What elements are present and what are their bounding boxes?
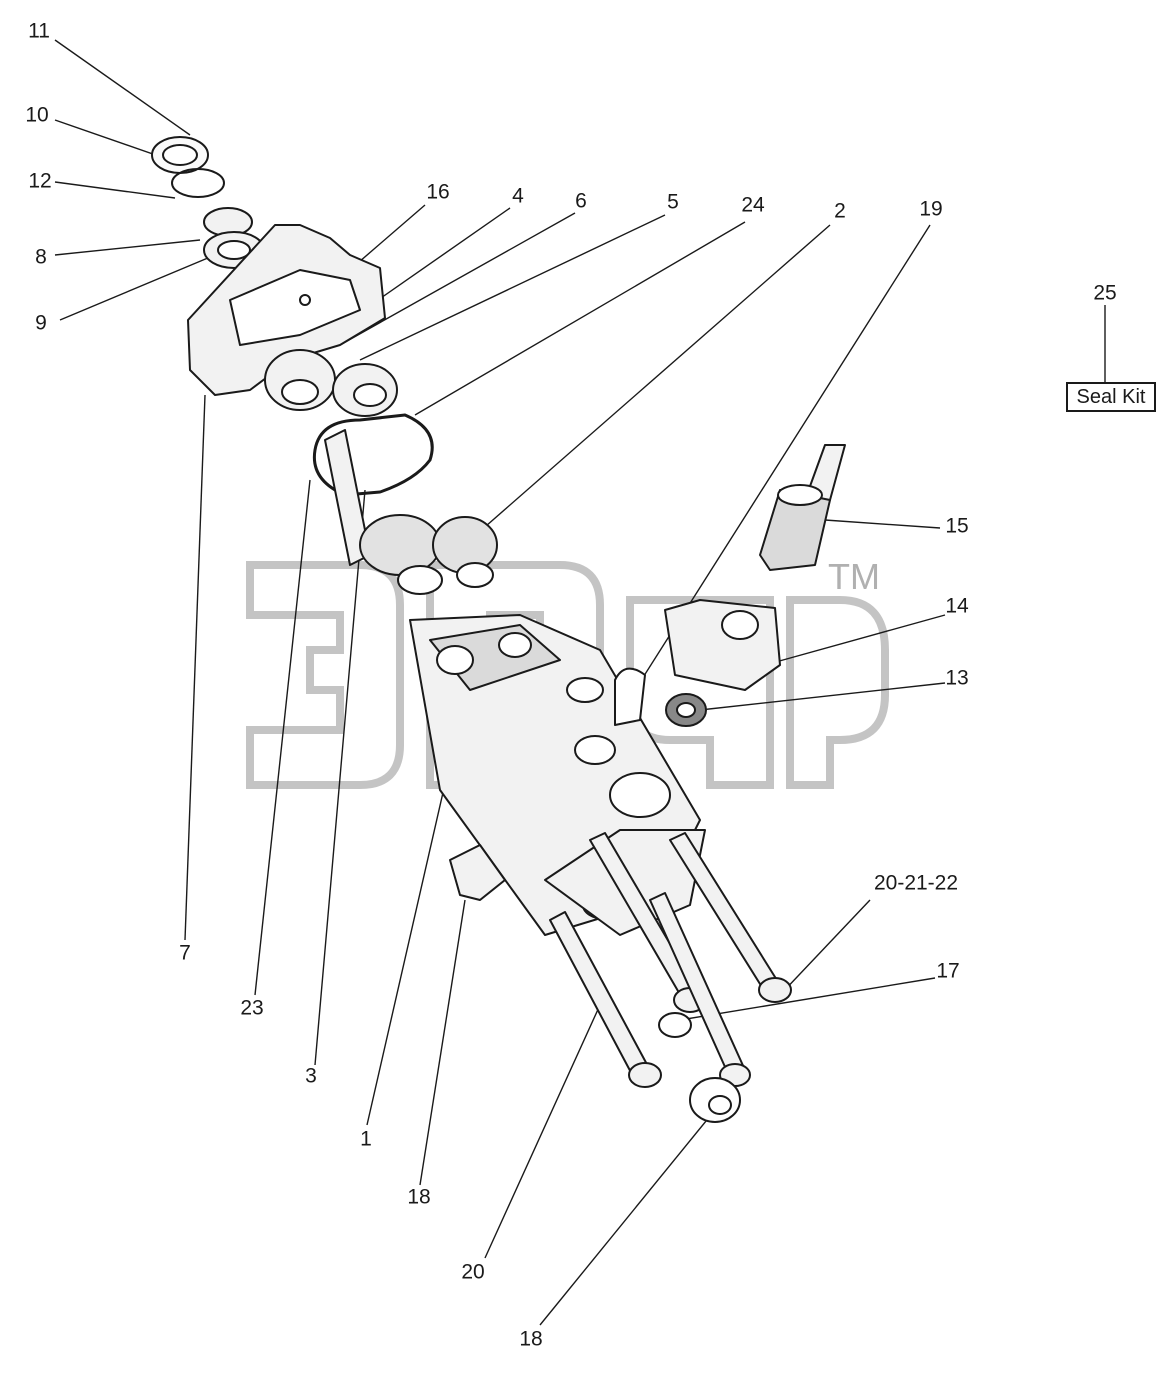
callout-9: 9 (35, 311, 47, 335)
callout-1: 1 (360, 1127, 372, 1151)
callout-14: 14 (945, 594, 969, 618)
washer-17 (658, 1012, 692, 1038)
callout-5: 5 (667, 190, 679, 214)
pump-assembly (151, 136, 846, 1123)
callout-16: 16 (426, 180, 450, 204)
seal-kit-label: Seal Kit (1066, 382, 1156, 412)
callout-18b: 18 (519, 1327, 543, 1351)
callout-6: 6 (575, 189, 587, 213)
callout-4: 4 (512, 184, 524, 208)
callout-13: 13 (945, 666, 969, 690)
callout-3: 3 (305, 1064, 317, 1088)
callout-7: 7 (179, 941, 191, 965)
callout-25: 25 (1093, 281, 1117, 305)
callout-23: 23 (240, 996, 264, 1020)
callout-8: 8 (35, 245, 47, 269)
callout-10: 10 (25, 103, 49, 127)
callout-11: 11 (28, 19, 50, 43)
callout-18a: 18 (407, 1185, 431, 1209)
gear-pair-2 (359, 514, 498, 595)
callout-19: 19 (919, 197, 943, 221)
seal-24 (312, 413, 434, 497)
callout-20: 20 (461, 1260, 485, 1284)
leader-lines (54, 39, 1106, 1326)
coil-14 (664, 599, 781, 691)
callout-17: 17 (936, 959, 960, 983)
valve-19 (614, 667, 646, 726)
bolt-20a (549, 911, 651, 1081)
callout-2: 2 (834, 199, 846, 223)
callout-12: 12 (28, 169, 52, 193)
plug-18 (449, 844, 506, 901)
callout-15: 15 (945, 514, 969, 538)
watermark-trademark: TM (828, 556, 880, 597)
callout-20-21-22: 20-21-22 (873, 871, 959, 895)
callout-24: 24 (741, 193, 765, 217)
snap-ring-12 (171, 168, 225, 198)
